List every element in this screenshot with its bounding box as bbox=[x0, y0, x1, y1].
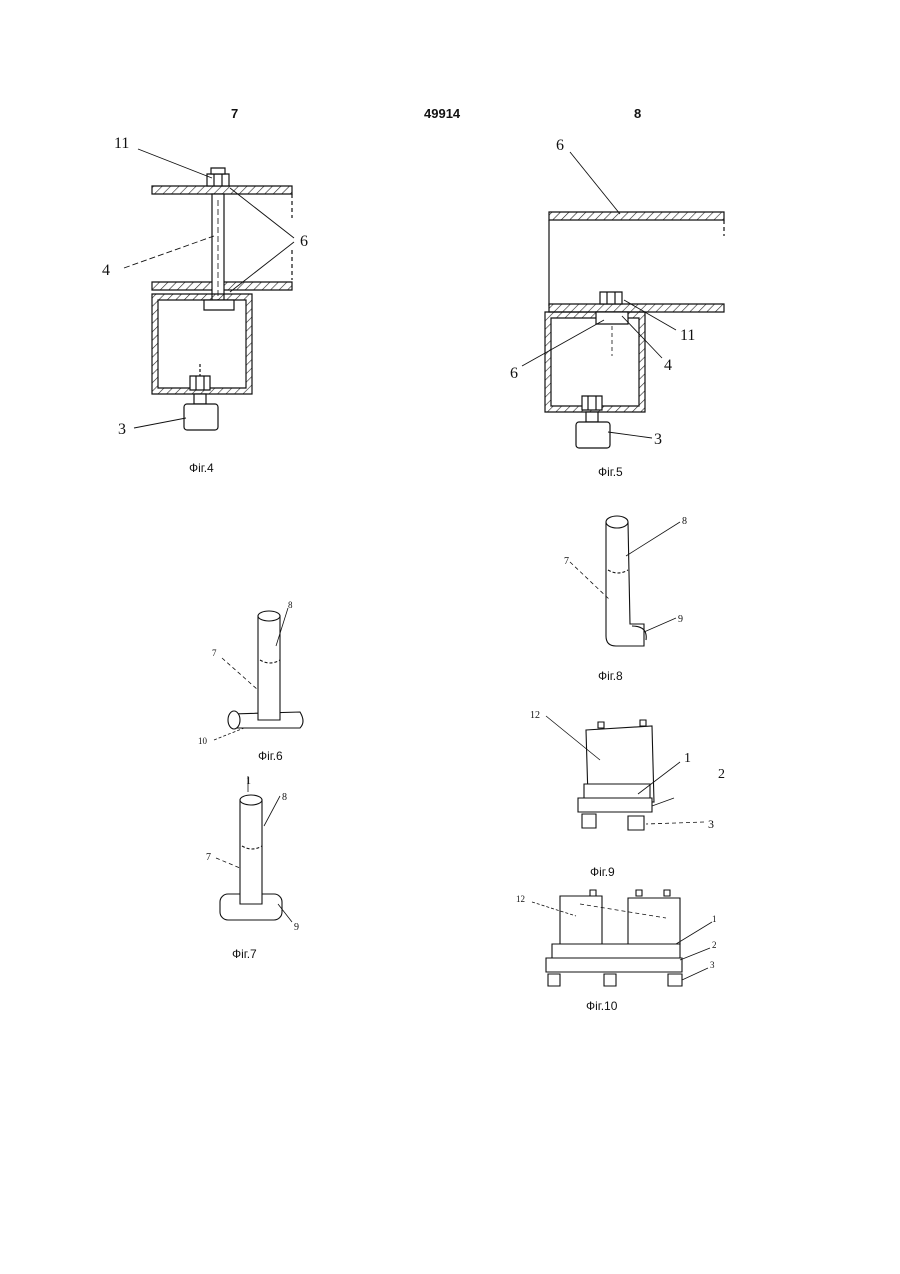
fig9-platform bbox=[578, 798, 652, 812]
fig9-label-frame: 1 bbox=[684, 751, 691, 766]
figure-4 bbox=[124, 149, 294, 430]
fig10-container-right bbox=[628, 898, 680, 944]
fig9-foot-right bbox=[628, 816, 644, 830]
fig9-frame bbox=[584, 784, 650, 798]
figure-10 bbox=[532, 890, 712, 986]
fig10-foot-1 bbox=[548, 974, 560, 986]
fig4-top-sheet bbox=[152, 186, 292, 194]
fig10-container-left bbox=[560, 896, 602, 944]
fig7-label-tube: 8 bbox=[282, 792, 287, 803]
fig8-tube bbox=[606, 522, 644, 646]
fig10-label-platform: 2 bbox=[712, 940, 717, 950]
fig10-foot-3 bbox=[668, 974, 682, 986]
fig6-caption: Фіг.6 bbox=[258, 749, 283, 763]
fig10-frame bbox=[552, 944, 680, 958]
fig10-label-container: 12 bbox=[516, 894, 525, 904]
fig7-label-axis: 1 bbox=[246, 776, 251, 787]
fig6-tube bbox=[258, 616, 280, 720]
fig8-label-stem: 7 bbox=[564, 556, 569, 567]
fig4-label-nut: 11 bbox=[114, 135, 129, 152]
fig4-foot bbox=[184, 404, 218, 430]
fig4-label-sheet: 6 bbox=[300, 233, 308, 250]
fig7-caption: Фіг.7 bbox=[232, 947, 257, 961]
fig10-label-foot: 3 bbox=[710, 960, 715, 970]
fig10-platform bbox=[546, 958, 682, 972]
fig5-top-sheet bbox=[549, 212, 724, 220]
fig4-label-rod: 4 bbox=[102, 262, 110, 279]
figure-8 bbox=[570, 516, 680, 646]
fig4-label-foot: 3 bbox=[118, 421, 126, 438]
fig5-label-nut: 11 bbox=[680, 327, 695, 344]
figure-6 bbox=[214, 608, 303, 740]
figure-9 bbox=[546, 716, 704, 830]
fig5-mid-sheet bbox=[549, 304, 724, 312]
fig4-top-nut bbox=[207, 174, 229, 186]
fig5-label-rod: 4 bbox=[664, 357, 672, 374]
fig8-label-tube: 8 bbox=[682, 516, 687, 527]
fig4-caption: Фіг.4 bbox=[189, 461, 214, 475]
fig9-foot-left bbox=[582, 814, 596, 828]
fig10-label-frame: 1 bbox=[712, 914, 717, 924]
fig7-tube bbox=[240, 800, 262, 904]
fig6-label-tube: 8 bbox=[288, 600, 293, 610]
fig5-caption: Фіг.5 bbox=[598, 465, 623, 479]
fig8-label-bend: 9 bbox=[678, 614, 683, 625]
fig5-foot bbox=[576, 422, 610, 448]
figure-7 bbox=[216, 776, 292, 922]
fig7-label-stem: 7 bbox=[206, 852, 211, 863]
fig9-label-foot: 3 bbox=[708, 817, 714, 831]
fig6-label-stem: 7 bbox=[212, 648, 217, 658]
fig5-label-plate: 6 bbox=[510, 365, 518, 382]
fig5-label-foot: 3 bbox=[654, 431, 662, 448]
fig9-caption: Фіг.9 bbox=[590, 865, 615, 879]
fig9-label-container: 12 bbox=[530, 710, 540, 721]
fig8-caption: Фіг.8 bbox=[598, 669, 623, 683]
figure-5 bbox=[522, 152, 724, 448]
fig6-label-base: 10 bbox=[198, 736, 208, 746]
fig5-label-sheet: 6 bbox=[556, 137, 564, 154]
fig7-label-base: 9 bbox=[294, 922, 299, 933]
fig10-caption: Фіг.10 bbox=[586, 999, 618, 1013]
fig9-label-platform: 2 bbox=[718, 767, 725, 782]
fig10-foot-2 bbox=[604, 974, 616, 986]
